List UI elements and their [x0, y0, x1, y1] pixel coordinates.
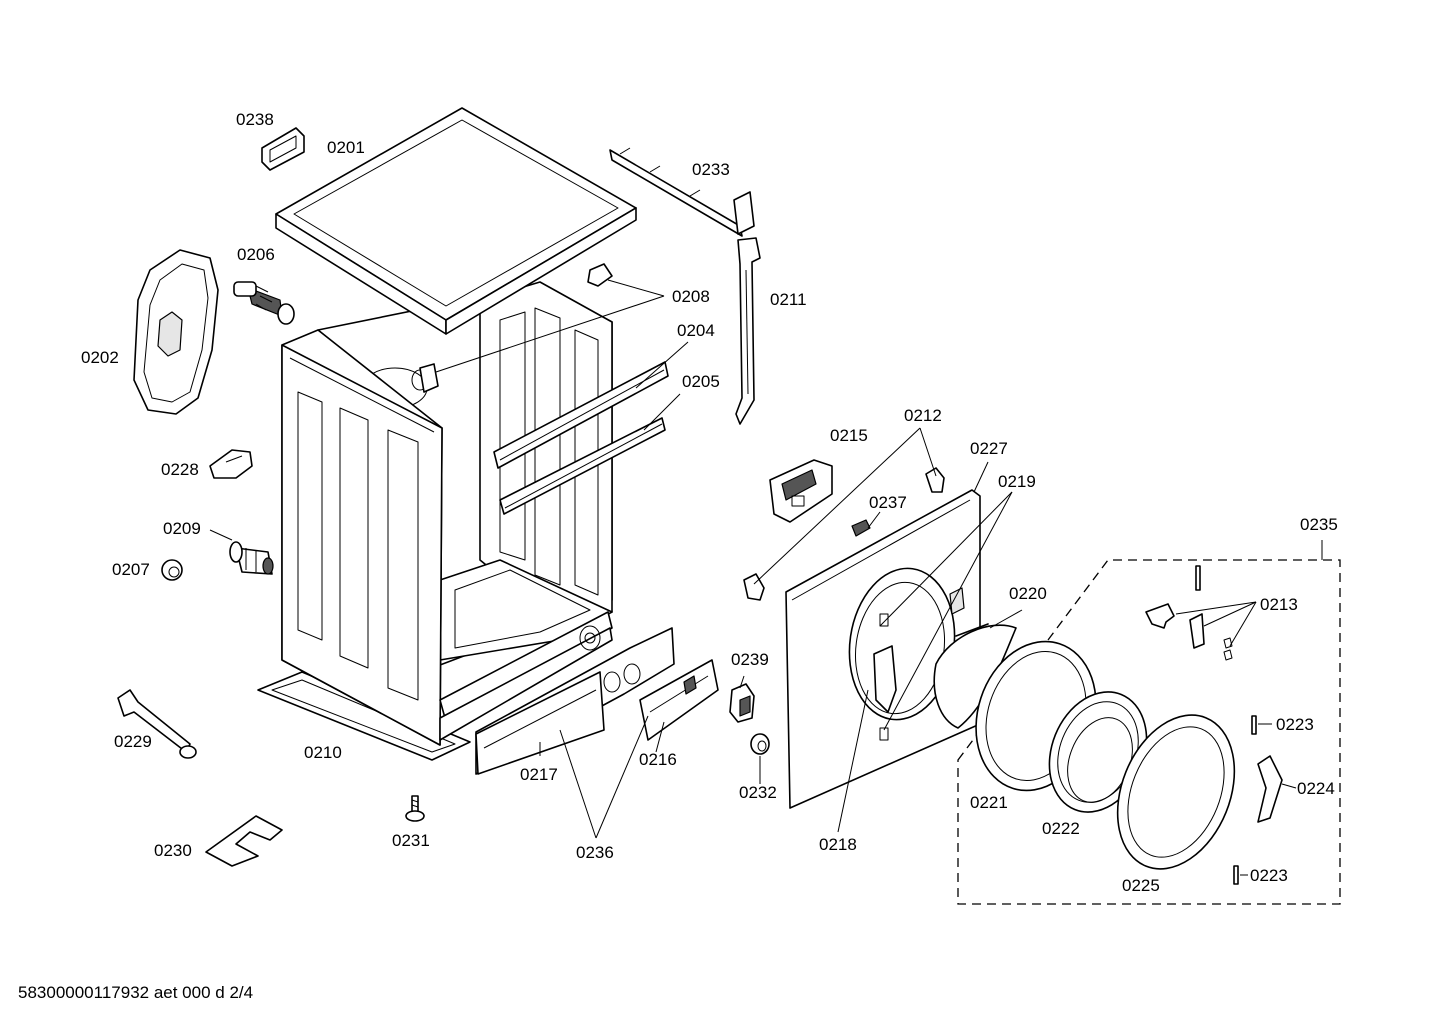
label-0227: 0227: [970, 439, 1008, 458]
label-0222: 0222: [1042, 819, 1080, 838]
switch-0239: [729, 683, 755, 723]
filter-0206: [233, 281, 295, 325]
hinge-0208: [419, 263, 613, 393]
leader-lines: [209, 279, 1323, 876]
label-0211: 0211: [770, 290, 807, 309]
dispenser-housing-0217: [475, 627, 675, 775]
label-0225: 0225: [1122, 876, 1160, 895]
plate-0230: [205, 815, 283, 867]
clip-0212: [743, 467, 945, 601]
label-0215: 0215: [830, 426, 868, 445]
label-0205: 0205: [682, 372, 720, 391]
label-0201: 0201: [327, 138, 365, 157]
cabinet-frame: [281, 281, 613, 746]
part-labels: 0238 0201 0233 0206 0208 0211 0204 0202 …: [81, 110, 1338, 895]
strut-0211: [735, 237, 761, 425]
knob-0207: [161, 559, 183, 581]
label-0229: 0229: [114, 732, 152, 751]
door-ring-outer-0225: [1116, 714, 1236, 870]
label-0231: 0231: [392, 831, 430, 850]
label-0208: 0208: [672, 287, 710, 306]
label-0236: 0236: [576, 843, 614, 862]
label-0233: 0233: [692, 160, 730, 179]
label-0223-top: 0223: [1276, 715, 1314, 734]
rear-cover-0202: [133, 249, 219, 415]
bracket-0233: [609, 147, 755, 237]
label-0217: 0217: [520, 765, 558, 784]
cross-brace-0204: [493, 361, 669, 469]
wrench-0229: [117, 689, 197, 759]
label-0202: 0202: [81, 348, 119, 367]
document-footer: 58300000117932 aet 000 d 2/4: [18, 983, 253, 1002]
label-0228: 0228: [161, 460, 199, 479]
top-cover-0201: [275, 107, 637, 335]
label-0223-bottom: 0223: [1250, 866, 1288, 885]
label-0204: 0204: [677, 321, 715, 340]
knob-0232: [750, 733, 770, 755]
label-0209: 0209: [163, 519, 201, 538]
label-0219: 0219: [998, 472, 1036, 491]
label-0238: 0238: [236, 110, 274, 129]
label-0221: 0221: [970, 793, 1008, 812]
label-0239: 0239: [731, 650, 769, 669]
dispenser-drawer-0216: [639, 659, 719, 741]
label-0218: 0218: [819, 835, 857, 854]
holder-0228: [209, 449, 253, 479]
label-0220: 0220: [1009, 584, 1047, 603]
label-0230: 0230: [154, 841, 192, 860]
label-0232: 0232: [739, 783, 777, 802]
label-0213: 0213: [1260, 595, 1298, 614]
front-panel-0218: [785, 489, 981, 809]
cross-brace-0205: [499, 417, 666, 515]
label-0224: 0224: [1297, 779, 1335, 798]
label-0212: 0212: [904, 406, 942, 425]
clip-0237: [851, 519, 871, 537]
pin-0219: [955, 623, 989, 637]
label-0216: 0216: [639, 750, 677, 769]
door-lock-0215: [769, 459, 833, 523]
clip-0238: [261, 127, 305, 171]
door-handle-0224: [1257, 755, 1283, 823]
foot-screw-0231: [405, 795, 425, 822]
hinge-parts-0213: [1145, 565, 1233, 661]
label-0210: 0210: [304, 743, 342, 762]
base-plate-0210: [257, 671, 471, 761]
fitting-0209: [229, 541, 274, 575]
label-0237: 0237: [869, 493, 907, 512]
pins-0223: [1233, 715, 1257, 885]
label-0207: 0207: [112, 560, 150, 579]
door-assembly-0235: [957, 559, 1341, 905]
label-0235: 0235: [1300, 515, 1338, 534]
label-0206: 0206: [237, 245, 275, 264]
